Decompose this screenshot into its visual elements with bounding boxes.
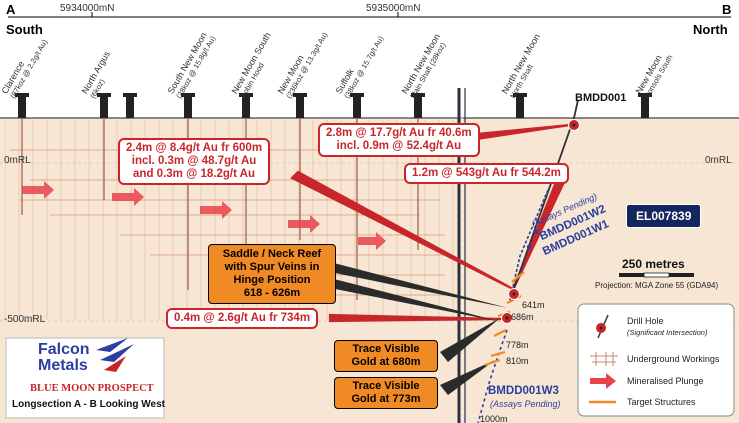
intercept-box-600m: 2.4m @ 8.4g/t Au fr 600m incl. 0.3m @ 48… [118,138,271,185]
logo-text-metals: Metals [38,357,88,374]
legend-plunge: Mineralised Plunge [627,376,704,386]
legend-targets: Target Structures [627,397,696,407]
intercept-box-734m: 0.4m @ 2.6g/t Au fr 734m [166,308,319,329]
logo-text-falcon: Falcon [38,341,90,358]
depth-810: 810m [506,356,529,366]
intersection-markers [501,119,580,324]
logo-panel [5,337,165,419]
legend-drill-hole-sub: (Significant Intersection) [627,328,708,337]
longsection-subtitle: Longsection A - B Looking West [12,399,165,410]
headframes [15,93,652,118]
northing-label-2: 5935000mN [366,3,421,14]
legend-box [577,303,735,417]
section-start-label: South [6,22,43,37]
plunge-arrows [22,181,386,250]
sky-area [0,0,739,118]
section-end-label: North [693,22,728,37]
intercept-box-40m: 2.8m @ 17.7g/t Au fr 40.6m incl. 0.9m @ … [318,123,480,157]
legend-symbols [589,314,618,404]
northing-label-1: 5934000mN [60,3,115,14]
legend-drill-hole: Drill Hole [627,316,664,326]
intercept-box-544m: 1.2m @ 543g/t Au fr 544.2m [404,163,569,184]
tenement-label: EL007839 [626,204,702,228]
hole-w1-w2-trace [509,189,549,301]
projection-label: Projection: MGA Zone 55 (GDA94) [595,281,719,290]
section-start-letter: A [6,2,16,17]
falcon-logo-icon [96,338,134,372]
section-end-letter: B [722,2,732,17]
scale-bar [619,272,694,278]
scale-label: 250 metres [622,257,685,271]
depth-778: 778m [506,340,529,350]
prospect-title: BLUE MOON PROSPECT [30,383,154,394]
legend-workings: Underground Workings [627,354,720,364]
saddle-reef-callout: Saddle / Neck Reef with Spur Veins in Hi… [208,244,336,304]
drill-holes [477,99,579,423]
depth-641: 641m [522,300,545,310]
hole-bmdd001-trace [509,117,575,301]
trace-gold-773-callout: Trace Visible Gold at 773m [334,377,438,409]
hole-w3-trace [477,329,508,423]
hole-w3-pending: (Assays Pending) [490,399,561,409]
depth-686: 686m [511,312,534,322]
rl-0-label-right: 0mRL [705,155,732,166]
callout-leaders [330,262,508,395]
trace-gold-680-callout: Trace Visible Gold at 680m [334,340,438,372]
rl-500-label: -500mRL [4,314,46,325]
hole-label-bmdd001: BMDD001 [575,92,627,104]
hole-label-w3: BMDD001W3 [488,385,559,397]
rl-0-label-left: 0mRL [4,155,31,166]
depth-1000: 1000m [480,414,508,423]
